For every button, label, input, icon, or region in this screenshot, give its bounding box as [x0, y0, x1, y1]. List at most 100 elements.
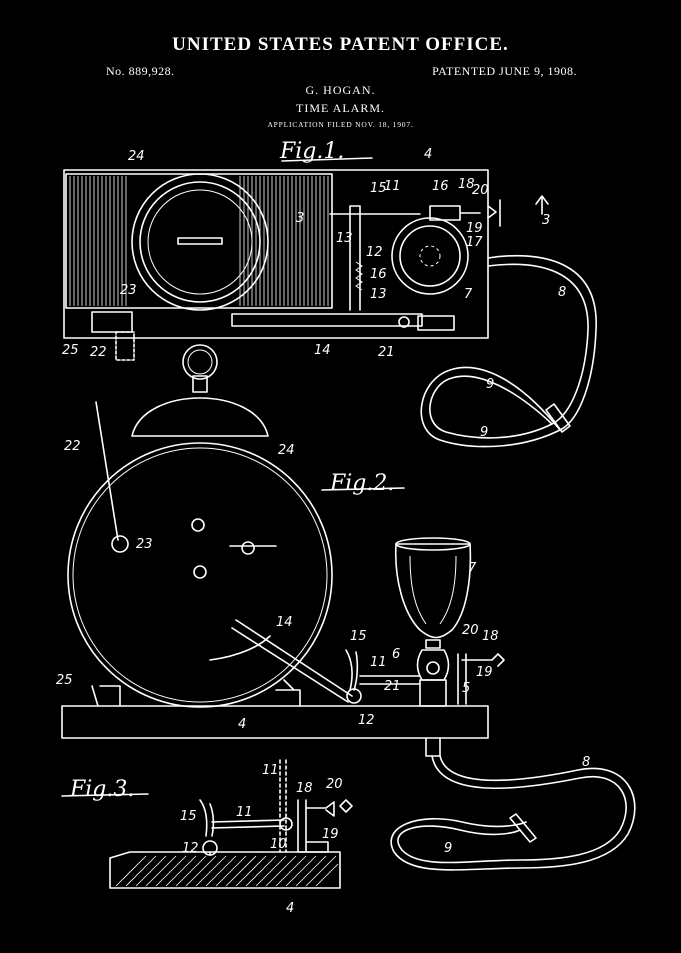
fig1-wing-nut: [487, 199, 501, 227]
ref-19-fig2: 19: [476, 665, 493, 680]
fig1-stop-block: [91, 311, 133, 333]
fig1-cup-center: [419, 245, 441, 267]
ref-3-left: 3: [296, 211, 304, 226]
ref-8-fig2: 8: [582, 755, 590, 770]
fig1-screw: [398, 316, 410, 328]
fig2-bell-ring-handle-inner: [187, 349, 213, 375]
fig2-cup-rim: [395, 537, 471, 551]
fig1-rod: [231, 313, 423, 327]
patent-date: PATENTED JUNE 9, 1908.: [432, 64, 577, 78]
ref-5-fig2: 5: [462, 681, 470, 696]
fig2-lever-pivot: [346, 688, 362, 704]
ref-11: 11: [384, 179, 401, 194]
ref-20-fig2: 20: [462, 623, 479, 638]
ref-9-upper: 9: [486, 377, 494, 392]
fig1-bell-inner: [147, 189, 253, 295]
fig2-clock-body-inner: [72, 447, 328, 703]
fig3-arm: [211, 819, 285, 829]
fig2-valve-screw: [457, 653, 505, 705]
fig1-spring: [355, 261, 363, 291]
ref-23-fig2: 23: [136, 537, 153, 552]
ref-23: 23: [120, 283, 137, 298]
ref-22-fig2: 22: [64, 439, 81, 454]
ref-11-fig3-upper: 11: [262, 763, 279, 778]
fig1-stop-pin: [115, 331, 135, 361]
fig2-lever-arm: [231, 619, 353, 703]
fig1-rod-end: [417, 315, 455, 331]
application-filed: APPLICATION FILED NOV. 18, 1907.: [267, 120, 414, 129]
office-heading: UNITED STATES PATENT OFFICE.: [172, 34, 509, 55]
ref-18-fig2: 18: [482, 629, 499, 644]
ref-24: 24: [128, 149, 145, 164]
ref-11-fig2: 11: [370, 655, 387, 670]
fig1-valve: [429, 205, 481, 221]
fig3-label: Fig.3.: [69, 777, 134, 802]
fig2-base: [61, 705, 489, 739]
fig3-underline: [61, 793, 149, 797]
ref-11-fig3-lower: 11: [236, 805, 253, 820]
fig2-hand-pivot: [111, 535, 129, 553]
fig3-refs: 11 18 20 15 11 12 10 19 4: [180, 763, 343, 916]
ref-14: 14: [314, 343, 331, 358]
ref-17: 17: [466, 235, 483, 250]
ref-3-right: 3: [542, 213, 550, 228]
ref-20-fig3: 20: [326, 777, 343, 792]
ref-21: 21: [378, 345, 395, 360]
ref-25-fig2: 25: [56, 673, 73, 688]
ref-12: 12: [366, 245, 383, 260]
fig2-nozzle: [425, 737, 441, 757]
ref-7: 7: [464, 287, 473, 302]
fig2-arm-11: [359, 675, 421, 685]
fig2-left-foot: [91, 685, 121, 707]
ref-22: 22: [90, 345, 107, 360]
fig2-alarm-hand: [95, 401, 119, 541]
fig1-underline: [281, 157, 373, 162]
fig3-wing-screw: [305, 799, 353, 817]
fig2-hose-clip: [509, 813, 537, 843]
ref-6-fig2: 6: [392, 647, 400, 662]
fig1-hose-outer: [420, 254, 597, 448]
fig1-hose-inner: [429, 263, 589, 439]
fig2-trigger: [345, 649, 359, 691]
ref-18-fig3: 18: [296, 781, 313, 796]
ref-19: 19: [466, 221, 483, 236]
ref-25: 25: [62, 343, 79, 358]
ref-14-fig2: 14: [276, 615, 293, 630]
fig1-housing-hatching: [69, 176, 329, 306]
ref-19-fig3: 19: [322, 827, 339, 842]
ref-4-fig2: 4: [238, 717, 246, 732]
fig2-cup-joint: [426, 661, 440, 675]
fig2-clock-body: [67, 442, 333, 708]
fig3-trigger: [199, 799, 215, 837]
fig2-hose-outer: [397, 755, 627, 864]
fig1-cup-inner: [399, 225, 461, 287]
fig2-label: Fig.2.: [329, 471, 394, 496]
fig2-cup: [394, 543, 472, 639]
ref-15-fig2: 15: [350, 629, 367, 644]
figure-3: Fig.3.: [61, 759, 353, 889]
ref-13-lower: 13: [370, 287, 387, 302]
fig3-base-block: [109, 851, 341, 889]
ref-12-fig2: 12: [358, 713, 375, 728]
ref-13-upper: 13: [336, 231, 353, 246]
fig2-refs: 22 24 23 14 7 15 20 18 6 11 19 25 21 5 4…: [56, 439, 590, 856]
ref-4-fig3: 4: [286, 901, 294, 916]
fig1-hose-clip: [545, 403, 571, 433]
patent-number: No. 889,928.: [106, 64, 175, 78]
ref-12-fig3: 12: [182, 841, 199, 856]
fig2-bell-dome: [131, 397, 269, 437]
ref-20: 20: [472, 183, 489, 198]
fig2-right-foot: [275, 679, 301, 707]
ref-9-lower: 9: [480, 425, 488, 440]
fig2-winding-hole-1: [191, 518, 205, 532]
ref-16-lower: 16: [370, 267, 387, 282]
fig1-bell-ring: [139, 181, 261, 303]
ref-8: 8: [558, 285, 566, 300]
fig1-bell-handle: [177, 237, 223, 245]
inventor-name: G. HOGAN.: [305, 83, 376, 97]
fig2-slot: [209, 635, 271, 661]
fig2-bell-ring-handle: [182, 344, 218, 380]
fig2-underline: [321, 487, 405, 491]
fig1-lever-post: [329, 205, 421, 311]
